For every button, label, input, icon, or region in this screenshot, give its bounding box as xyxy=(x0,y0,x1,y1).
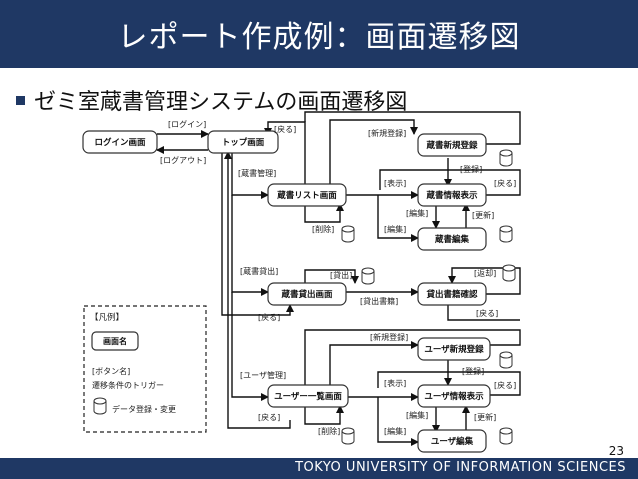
label-logout: [ログアウト] xyxy=(160,155,206,165)
label-u-register: [登録] xyxy=(462,366,484,376)
label-lend: [貸出] xyxy=(330,270,352,280)
label-back-info: [戻る] xyxy=(494,178,516,188)
label-loaned-books: [貸出書籍] xyxy=(360,296,398,306)
node-book-new: 蔵書新規登録 xyxy=(417,133,487,157)
label-u-delete: [削除] xyxy=(318,426,340,436)
label-user-manage: [ユーザ管理] xyxy=(240,370,286,380)
label-u-edit: [編集] xyxy=(384,426,406,436)
svg-text:ユーザ新規登録: ユーザ新規登録 xyxy=(424,344,484,355)
edge-confirm-back xyxy=(447,302,520,321)
legend-db: データ登録・変更 xyxy=(112,404,176,414)
footer-bar: TOKYO UNIVERSITY OF INFORMATION SCIENCES xyxy=(0,458,638,479)
db-icon-book-edit xyxy=(499,225,513,243)
node-user-info: ユーザ情報表示 xyxy=(417,384,491,408)
legend-db-icon xyxy=(93,397,107,415)
svg-text:蔵書リスト画面: 蔵書リスト画面 xyxy=(277,190,337,201)
svg-text:蔵書情報表示: 蔵書情報表示 xyxy=(426,190,478,201)
slide-title: レポート作成例：画面遷移図 xyxy=(117,20,521,55)
label-back-loan: [戻る] xyxy=(258,312,280,322)
edge-userlist-edit xyxy=(377,397,419,446)
label-edit: [編集] xyxy=(384,224,406,234)
label-back-loanconf: [戻る] xyxy=(476,308,498,318)
label-back-top: [戻る] xyxy=(274,124,296,134)
node-loan-confirm: 貸出書籍確認 xyxy=(417,282,487,306)
label-u-new-reg: [新規登録] xyxy=(370,332,408,342)
label-book-manage: [蔵書管理] xyxy=(238,168,276,178)
title-bar xyxy=(0,0,638,68)
label-login: [ログイン] xyxy=(168,119,206,129)
node-login: ログイン画面 xyxy=(82,130,158,154)
db-icon-book-delete xyxy=(341,225,355,243)
label-return: [返却] xyxy=(474,268,496,278)
svg-text:ユーザ編集: ユーザ編集 xyxy=(431,436,474,447)
label-show: [表示] xyxy=(384,178,406,188)
edge-booklist-edit xyxy=(377,195,419,242)
edge-top-loan xyxy=(231,195,269,296)
svg-text:貸出書籍確認: 貸出書籍確認 xyxy=(425,289,478,300)
node-loan: 蔵書貸出画面 xyxy=(267,282,347,306)
edge-delete-loop xyxy=(304,203,344,223)
edge-udelete-loop xyxy=(304,405,344,425)
page-number: 23 xyxy=(608,444,624,458)
db-icon-lend xyxy=(361,267,375,285)
node-book-info: 蔵書情報表示 xyxy=(417,183,487,207)
edge-new-back xyxy=(304,111,521,145)
label-register: [登録] xyxy=(460,164,482,174)
label-edit-small: [編集] xyxy=(406,208,428,218)
edge-return-loop xyxy=(448,267,521,295)
svg-text:ユーザー一覧画面: ユーザー一覧画面 xyxy=(274,391,342,402)
svg-text:ユーザ情報表示: ユーザ情報表示 xyxy=(424,391,484,402)
db-icon-user-delete xyxy=(341,427,355,445)
svg-text:蔵書貸出画面: 蔵書貸出画面 xyxy=(281,289,333,300)
footer-text: TOKYO UNIVERSITY OF INFORMATION SCIENCES xyxy=(295,460,626,475)
edge-userlist-new xyxy=(329,341,419,388)
label-delete: [削除] xyxy=(312,224,334,234)
edge-uinfo-back xyxy=(377,371,521,396)
svg-text:トップ画面: トップ画面 xyxy=(222,137,265,148)
edge-back-loan xyxy=(221,152,294,316)
label-update: [更新] xyxy=(472,210,494,220)
label-u-update: [更新] xyxy=(474,412,496,422)
legend: 【凡例】 画面名 [ボタン名] 遷移条件のトリガー データ登録・変更 xyxy=(83,305,207,433)
legend-title: 【凡例】 xyxy=(90,312,124,323)
edge-userlist-back xyxy=(224,151,291,429)
svg-text:ログイン画面: ログイン画面 xyxy=(94,137,146,148)
node-user-new: ユーザ新規登録 xyxy=(417,337,491,361)
svg-text:蔵書新規登録: 蔵書新規登録 xyxy=(426,140,478,151)
legend-screen: 画面名 xyxy=(103,336,127,346)
node-book-list: 蔵書リスト画面 xyxy=(267,183,347,207)
label-u-back-info: [戻る] xyxy=(494,380,516,390)
bullet-square xyxy=(16,96,25,105)
edge-booklist-new xyxy=(329,119,418,186)
edge-lend-loop xyxy=(304,269,359,284)
node-user-edit: ユーザ編集 xyxy=(417,429,487,453)
label-u-edit-small: [編集] xyxy=(406,410,428,420)
db-icon-book-new xyxy=(499,149,513,167)
slide-subtitle: ゼミ室蔵書管理システムの画面遷移図 xyxy=(34,90,408,115)
edge-booklist-top xyxy=(264,121,306,186)
node-user-list: ユーザー一覧画面 xyxy=(267,384,349,408)
svg-text:蔵書編集: 蔵書編集 xyxy=(435,234,470,245)
legend-button: [ボタン名] xyxy=(92,366,130,376)
label-book-loan: [蔵書貸出] xyxy=(240,266,278,276)
label-u-back: [戻る] xyxy=(258,412,280,422)
db-icon-return xyxy=(502,264,516,282)
edge-top-userlist xyxy=(231,292,269,401)
label-new-reg: [新規登録] xyxy=(368,128,406,138)
db-icon-user-edit xyxy=(499,427,513,445)
legend-trigger: 遷移条件のトリガー xyxy=(92,380,164,390)
node-book-edit: 蔵書編集 xyxy=(417,227,487,251)
label-u-show: [表示] xyxy=(384,378,406,388)
db-icon-user-new xyxy=(499,351,513,369)
edge-info-back xyxy=(379,169,521,196)
node-top: トップ画面 xyxy=(207,130,279,154)
edge-user-newback xyxy=(304,329,521,388)
